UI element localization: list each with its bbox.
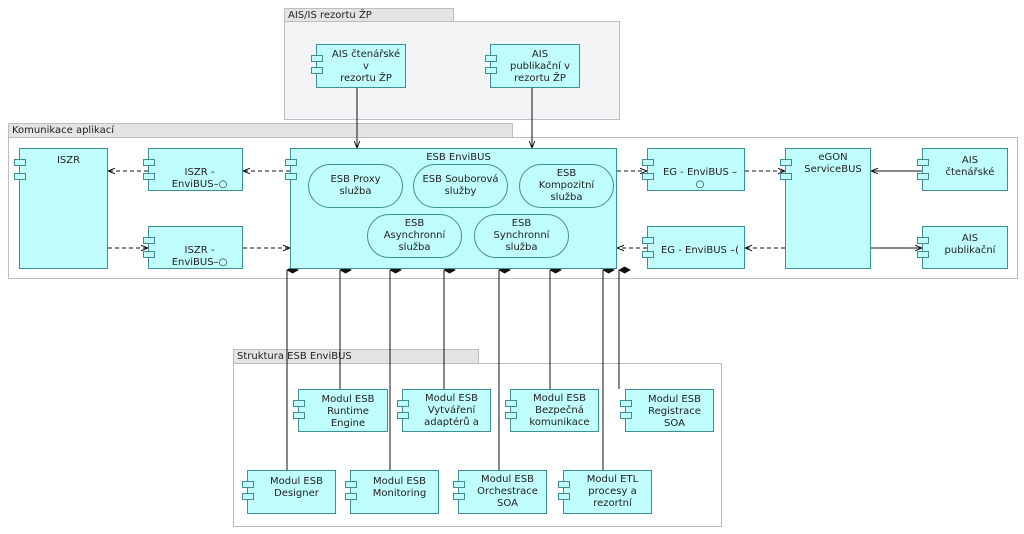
component-ais-publikacni[interactable]: AIS publikační <box>917 226 1008 269</box>
service-esb-kompozitni[interactable]: ESB Kompozitní služba <box>519 164 614 208</box>
component-nub-icon <box>293 400 305 407</box>
component-iszr[interactable]: ISZR <box>14 148 108 269</box>
component-nub-icon <box>505 412 517 419</box>
component-egon-servicebus[interactable]: eGON ServiceBUS <box>780 148 871 269</box>
component-nub-icon <box>505 400 517 407</box>
component-nub-icon <box>345 481 357 488</box>
component-nub-icon <box>345 493 357 500</box>
component-nub-icon <box>143 251 155 258</box>
eg-envibus-2-label: EG - EnviBUS <box>660 245 727 256</box>
component-nub-icon <box>780 159 792 166</box>
module-vytvareni-adapteru[interactable]: Modul ESB Vytváření adaptérů a <box>397 389 491 432</box>
component-iszr-envibus-2[interactable]: ISZR - EnviBUS–○ <box>143 226 243 269</box>
service-esb-proxy[interactable]: ESB Proxy služba <box>308 164 403 208</box>
component-ais-ctenarske[interactable]: AIS čtenářské <box>917 148 1008 191</box>
component-nub-icon <box>242 481 254 488</box>
module-runtime-engine[interactable]: Modul ESB Runtime Engine <box>293 389 388 432</box>
component-nub-icon <box>485 67 497 74</box>
group-ais-rezortu-title: AIS/IS rezortu ŽP <box>284 8 454 22</box>
module-orchestrace-soa[interactable]: Modul ESB Orchestrace SOA <box>453 470 547 514</box>
component-nub-icon <box>917 159 929 166</box>
component-nub-icon <box>453 493 465 500</box>
component-nub-icon <box>780 173 792 180</box>
module-etl-procesy[interactable]: Modul ETL procesy a rezortní <box>558 470 652 514</box>
iszr-envibus-1-label: ISZR - EnviBUS <box>171 167 215 190</box>
required-interface-icon: –( <box>726 245 739 256</box>
provided-interface-icon: –○ <box>695 167 738 190</box>
component-nub-icon <box>285 159 297 166</box>
service-esb-asynchronni[interactable]: ESB Asynchronní služba <box>367 214 462 258</box>
component-nub-icon <box>453 481 465 488</box>
module-designer[interactable]: Modul ESB Designer <box>242 470 336 514</box>
component-nub-icon <box>620 412 632 419</box>
component-nub-icon <box>917 173 929 180</box>
component-nub-icon <box>14 173 26 180</box>
component-nub-icon <box>311 55 323 62</box>
service-esb-souborova[interactable]: ESB Souborová služby <box>413 164 508 208</box>
component-nub-icon <box>397 412 409 419</box>
component-eg-envibus-2[interactable]: EG - EnviBUS –( <box>642 226 745 269</box>
component-nub-icon <box>917 251 929 258</box>
component-nub-icon <box>143 237 155 244</box>
component-nub-icon <box>311 67 323 74</box>
component-iszr-envibus-1[interactable]: ISZR - EnviBUS–○ <box>143 148 243 191</box>
component-nub-icon <box>558 493 570 500</box>
module-bezpecna-komunikace[interactable]: Modul ESB Bezpečná komunikace <box>505 389 599 432</box>
service-esb-synchronni[interactable]: ESB Synchronní služba <box>474 214 569 258</box>
component-nub-icon <box>293 412 305 419</box>
component-nub-icon <box>642 173 654 180</box>
component-nub-icon <box>485 55 497 62</box>
eg-envibus-1-label: EG - EnviBUS <box>662 167 729 178</box>
provided-interface-icon: –○ <box>213 257 228 268</box>
component-ais-publikacni-rezort[interactable]: AIS publikační v rezortu ŽP <box>485 44 580 88</box>
component-nub-icon <box>14 159 26 166</box>
component-eg-envibus-1[interactable]: EG - EnviBUS –○ <box>642 148 745 191</box>
group-komunikace-aplikaci-title: Komunikace aplikací <box>8 123 513 138</box>
module-monitoring[interactable]: Modul ESB Monitoring <box>345 470 439 514</box>
iszr-envibus-2-label: ISZR - EnviBUS <box>171 245 215 268</box>
component-nub-icon <box>143 159 155 166</box>
component-nub-icon <box>642 159 654 166</box>
component-nub-icon <box>642 251 654 258</box>
component-nub-icon <box>143 173 155 180</box>
provided-interface-icon: –○ <box>213 179 228 190</box>
module-registrace-soa[interactable]: Modul ESB Registrace SOA <box>620 389 714 432</box>
component-nub-icon <box>397 400 409 407</box>
component-ais-ctenarske-rezort[interactable]: AIS čtenářské v rezortu ŽP <box>311 44 406 88</box>
group-struktura-esb-title: Struktura ESB EnviBUS <box>233 349 479 364</box>
component-nub-icon <box>285 173 297 180</box>
component-nub-icon <box>917 237 929 244</box>
component-nub-icon <box>642 237 654 244</box>
component-nub-icon <box>620 400 632 407</box>
component-nub-icon <box>242 493 254 500</box>
component-nub-icon <box>558 481 570 488</box>
